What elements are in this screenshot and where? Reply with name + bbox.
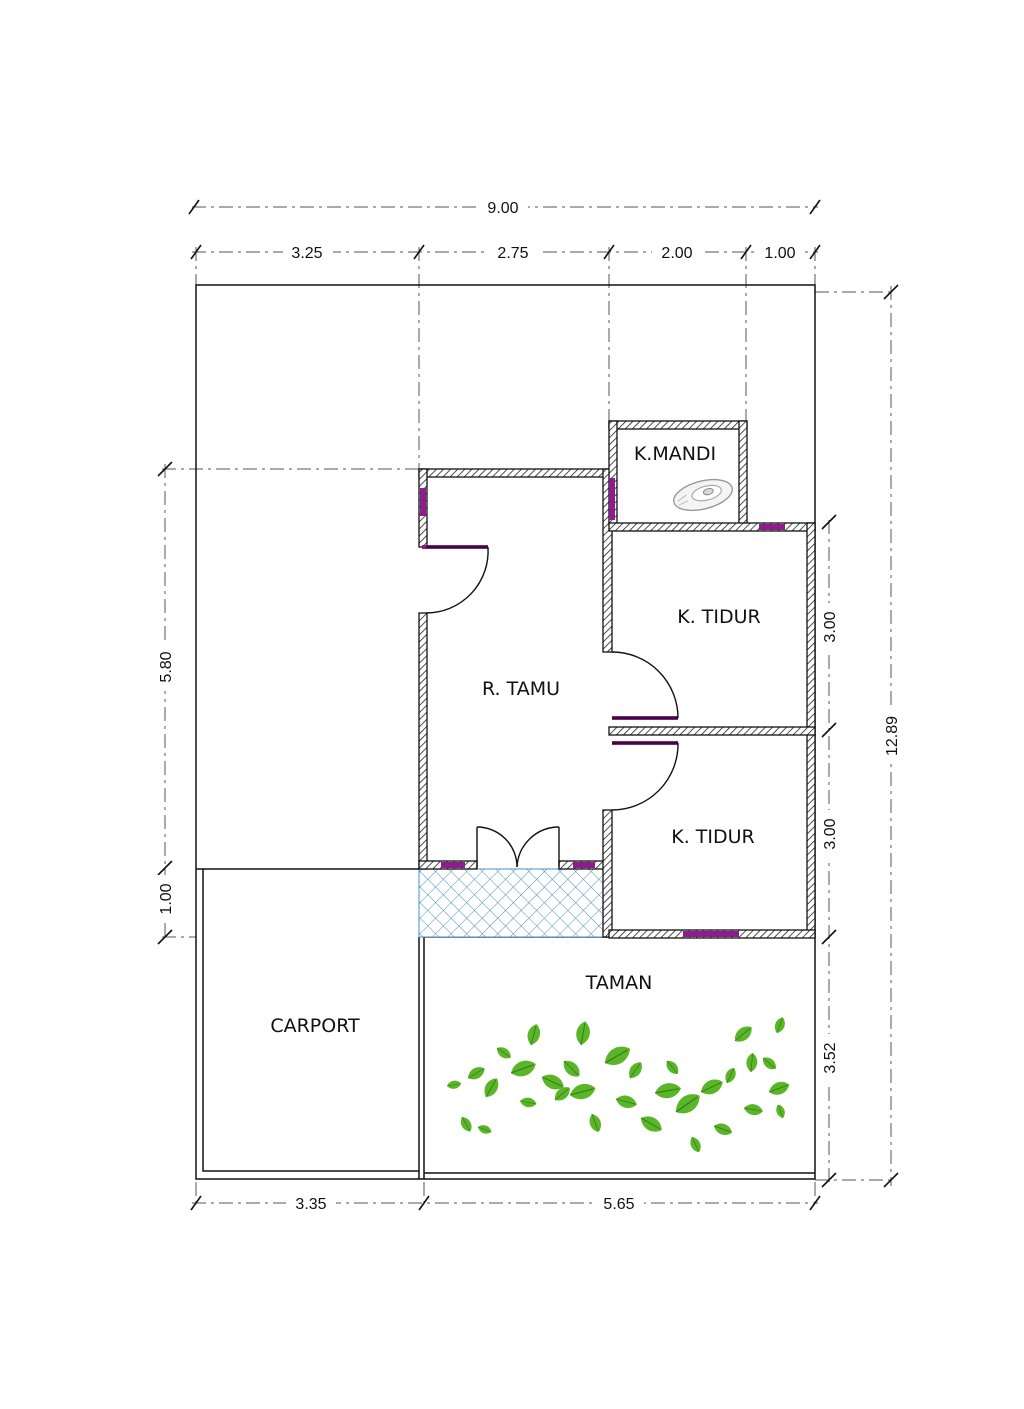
room-label-bedroom-1: K. TIDUR xyxy=(677,606,761,628)
room-label-living-room: R. TAMU xyxy=(482,678,560,700)
dimension-left: 5.80 1.00 xyxy=(155,461,175,945)
dimension-label: 2.75 xyxy=(497,245,528,262)
dimension-top-total: 9.00 xyxy=(188,197,821,217)
terrace-tiles xyxy=(418,868,610,938)
dimension-label: 5.65 xyxy=(603,1196,634,1213)
dimension-label: 3.52 xyxy=(822,1042,839,1073)
leaves-decoration xyxy=(446,1015,792,1155)
dimension-bottom: 3.35 5.65 xyxy=(190,1193,821,1213)
room-label-bathroom: K.MANDI xyxy=(634,443,716,465)
room-labels: K.MANDI K. TIDUR R. TAMU K. TIDUR TAMAN … xyxy=(270,443,760,1037)
doors xyxy=(425,546,679,868)
dimension-right-total: 12.89 xyxy=(881,284,901,1188)
dimension-label: 3.00 xyxy=(822,611,839,642)
dimension-right-segments: 3.00 3.00 3.52 xyxy=(819,514,839,1188)
house-walls xyxy=(418,420,816,939)
dimension-label: 12.89 xyxy=(884,716,901,756)
carport-outline xyxy=(202,869,419,1172)
toilet-icon xyxy=(672,478,734,512)
dimension-label: 5.80 xyxy=(158,651,175,682)
room-label-carport: CARPORT xyxy=(270,1015,360,1037)
dimension-label: 3.00 xyxy=(822,818,839,849)
guide-lines xyxy=(162,247,896,1206)
dimension-label: 9.00 xyxy=(487,200,518,217)
room-label-garden: TAMAN xyxy=(585,972,653,994)
dimension-top-segments: 3.25 2.75 2.00 1.00 xyxy=(190,242,821,262)
dimension-label: 3.35 xyxy=(295,1196,326,1213)
dimension-label: 3.25 xyxy=(291,245,322,262)
room-label-bedroom-2: K. TIDUR xyxy=(671,826,755,848)
dimension-label: 1.00 xyxy=(764,245,795,262)
dimension-label: 1.00 xyxy=(158,883,175,914)
dimension-label: 2.00 xyxy=(661,245,692,262)
